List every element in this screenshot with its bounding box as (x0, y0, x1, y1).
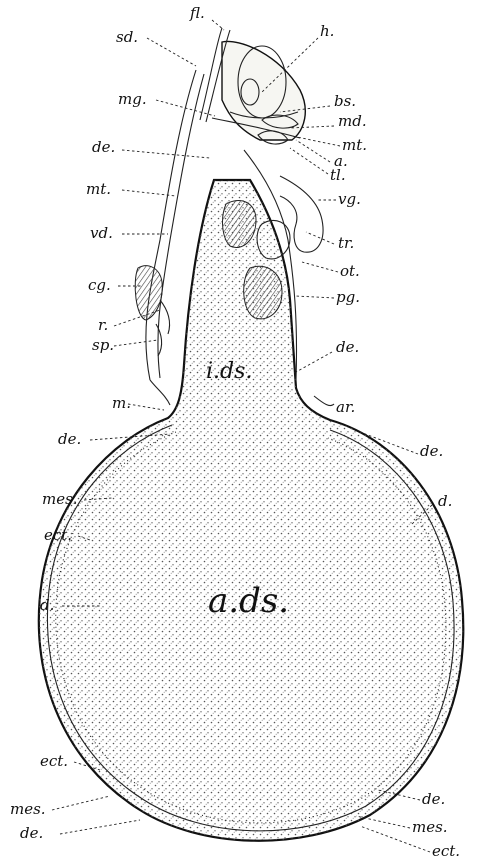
label-md: md. (338, 112, 367, 130)
label-de-4: de. (420, 442, 443, 460)
label-vd: vd. (90, 224, 113, 242)
label-ar: ar. (336, 398, 355, 416)
label-d-2: d. (40, 596, 54, 614)
dorsal-flange (200, 28, 222, 120)
retinula (160, 300, 170, 334)
label-vg: vg. (338, 190, 361, 208)
trunk-ganglion-large (244, 266, 282, 319)
spinneret (156, 324, 162, 356)
label-pg: pg. (336, 288, 360, 306)
label-ect-2: ect. (40, 752, 68, 770)
label-mes-1: mes. (42, 490, 78, 508)
label-mes-3: mes. (412, 818, 448, 836)
label-de-5: de. (422, 790, 445, 808)
label-m: m. (112, 394, 131, 412)
label-h: h. (320, 22, 334, 40)
label-d-1: d. (438, 492, 452, 510)
label-mg: mg. (118, 90, 147, 108)
label-mt-2: mt. (86, 180, 111, 198)
trachea (280, 176, 323, 252)
label-de-3: de. (58, 430, 81, 448)
head-region (200, 28, 305, 144)
label-ect-3: ect. (432, 842, 460, 860)
label-cg: cg. (88, 276, 111, 294)
label-de-6: de. (20, 824, 43, 842)
label-sp: sp. (92, 336, 114, 354)
mantle-edge (150, 380, 170, 405)
label-de-2: de. (336, 338, 359, 356)
label-mes-2: mes. (10, 800, 46, 818)
label-tl: tl. (330, 166, 346, 184)
label-fl: fl. (189, 4, 205, 22)
label-tr: tr. (338, 234, 354, 252)
label-r: r. (98, 316, 108, 334)
label-ot: ot. (340, 262, 360, 280)
label-ect-1: ect. (44, 526, 72, 544)
label-sd: sd. (116, 28, 138, 46)
cerebral-ganglion (135, 266, 162, 320)
label-bs: bs. (334, 92, 356, 110)
label-ads: a.ds. (208, 581, 289, 621)
anal-region (314, 396, 334, 406)
label-ids: i.ds. (206, 359, 252, 384)
label-de-1: de. (92, 138, 115, 156)
